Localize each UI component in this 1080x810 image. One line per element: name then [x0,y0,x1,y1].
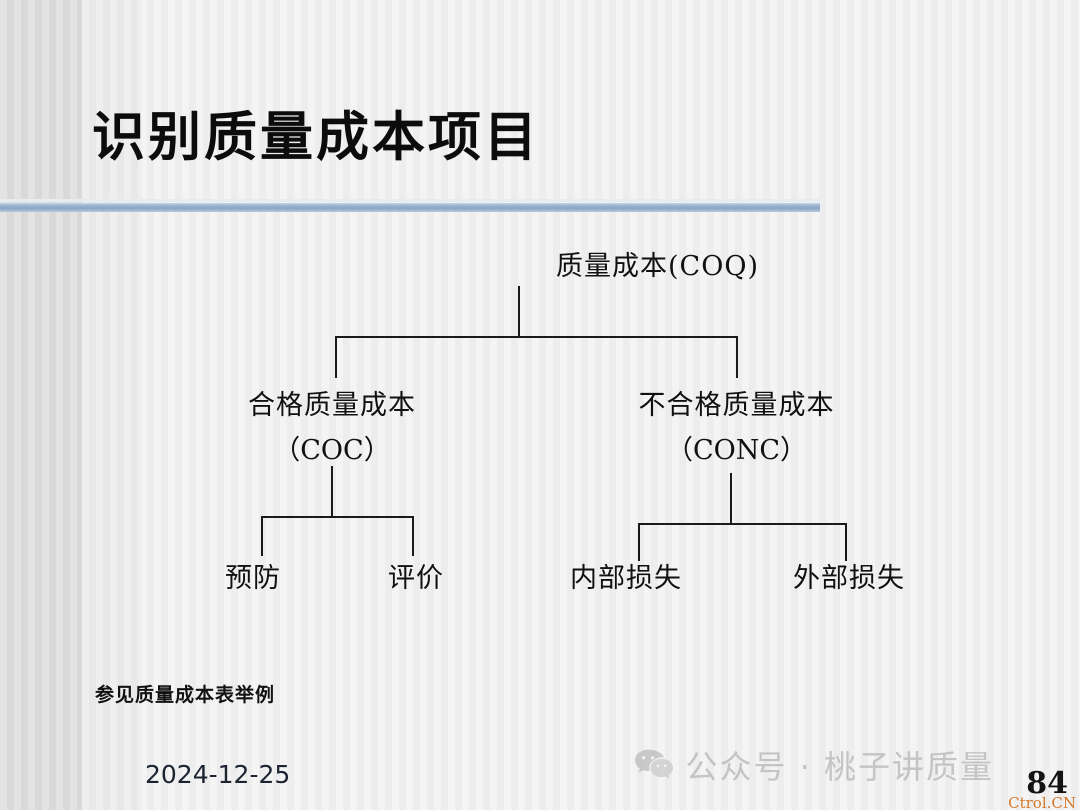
connector-conc-to-external-failure [845,523,847,561]
watermark-text: 公众号 · 桃子讲质量 [685,748,994,786]
connector-conc-bar [638,523,847,525]
watermark: 公众号 · 桃子讲质量 [634,742,994,788]
background-stripes-left-band-secondary [82,0,142,810]
tree-node-appraisal: 评价 [388,563,444,594]
wechat-icon [634,748,674,782]
connector-coc-stem [331,466,333,517]
tree-node-root: 质量成本(COQ) [556,251,759,282]
connector-root-to-coc [335,336,337,378]
page-title: 识别质量成本项目 [92,106,540,168]
title-rule [0,203,820,212]
connector-coc-to-prevention [261,516,263,556]
tree-node-external-failure: 外部损失 [793,563,905,594]
connector-coc-bar [261,516,414,518]
tree-node-coc-label: 合格质量成本 [248,390,416,421]
tree-node-coc: 合格质量成本 （COC） [232,383,432,467]
tree-node-conc: 不合格质量成本 （CONC） [624,383,849,467]
connector-root-to-conc [736,336,738,378]
footnote-text: 参见质量成本表举例 [95,684,276,706]
connector-root-bar [335,336,738,338]
page-number: 84 [1026,766,1068,801]
background-stripes-left-band [0,0,82,810]
tree-node-conc-label: 不合格质量成本 [638,390,835,421]
tree-node-conc-abbr: （CONC） [665,435,808,466]
tree-node-prevention: 预防 [225,563,281,594]
connector-root-stem [518,286,520,337]
credit-watermark: Ctrol.CN [1008,794,1076,810]
connector-conc-stem [730,473,732,524]
connector-coc-to-appraisal [412,516,414,556]
tree-node-coc-abbr: （COC） [273,435,391,466]
connector-conc-to-internal-failure [638,523,640,561]
slide-date: 2024-12-25 [145,760,291,789]
title-rule-highlight [0,199,820,202]
tree-node-internal-failure: 内部损失 [570,563,682,594]
